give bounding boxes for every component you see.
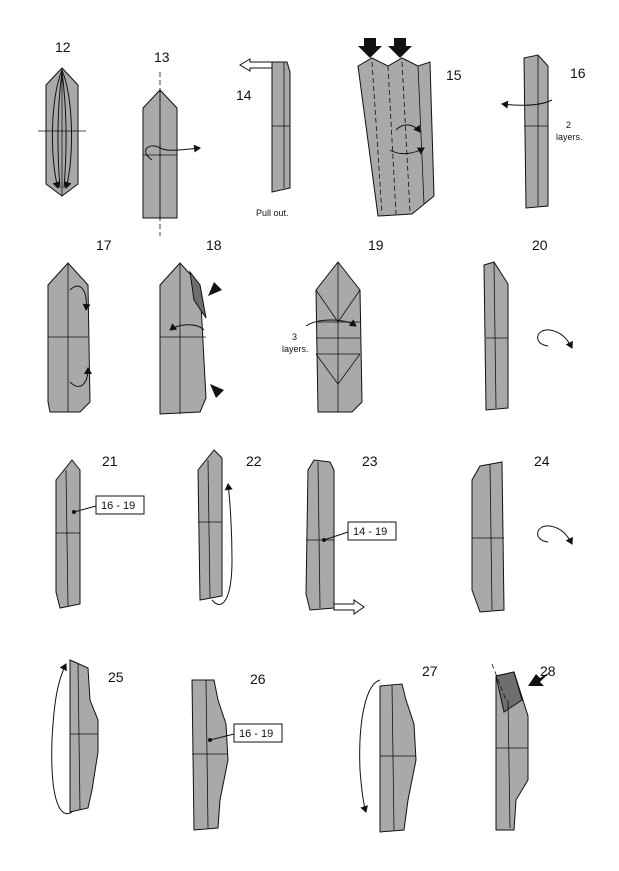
step-number-20: 20: [532, 237, 548, 253]
step-number-17: 17: [96, 237, 112, 253]
turn-over-icon: [537, 525, 573, 545]
push-arrow-icon: [358, 38, 382, 58]
step-number-21: 21: [102, 453, 118, 469]
step-number-26: 26: [250, 671, 266, 687]
step-21: 21 16 - 19: [55, 453, 145, 609]
step-number-25: 25: [108, 669, 124, 685]
push-arrow-icon: [208, 275, 226, 296]
push-arrow-icon: [210, 384, 228, 405]
step-number-23: 23: [362, 453, 378, 469]
step-19: 19 3 layers.: [282, 237, 384, 413]
step-22: 22: [197, 449, 262, 605]
ref-label-23: 14 - 19: [353, 526, 387, 538]
step-number-19: 19: [368, 237, 384, 253]
step-14: 14 Pull out.: [236, 58, 291, 218]
step-26: 26 16 - 19: [191, 671, 283, 831]
step-27: 27: [359, 663, 438, 833]
turn-over-icon: [537, 329, 573, 349]
ref-label-26: 16 - 19: [239, 728, 273, 740]
step-number-13: 13: [154, 49, 170, 65]
step-28: 28: [491, 663, 556, 831]
layers-count-2: 2: [566, 120, 571, 130]
ref-label-21: 16 - 19: [101, 500, 135, 512]
step-number-16: 16: [570, 65, 586, 81]
push-arrow-icon: [528, 672, 550, 686]
step-number-28: 28: [540, 663, 556, 679]
step-number-14: 14: [236, 87, 252, 103]
step-20: 20: [483, 237, 573, 411]
step-number-15: 15: [446, 67, 462, 83]
step-number-22: 22: [246, 453, 262, 469]
step-23: 23 14 - 19: [305, 453, 397, 615]
pull-out-note: Pull out.: [256, 208, 289, 218]
step-16: 16 2 layers.: [501, 54, 586, 209]
step-24: 24: [471, 453, 573, 613]
step-15: 15: [357, 38, 462, 217]
step-number-12: 12: [55, 39, 71, 55]
step-12: 12: [38, 39, 86, 197]
step-number-27: 27: [422, 663, 438, 679]
layers-note-16: layers.: [556, 132, 583, 142]
step-number-18: 18: [206, 237, 222, 253]
step-13: 13: [142, 49, 201, 236]
step-25: 25: [51, 659, 124, 815]
layers-note-19: layers.: [282, 344, 309, 354]
step-number-24: 24: [534, 453, 550, 469]
push-arrow-icon: [388, 38, 412, 58]
step-17: 17: [47, 237, 112, 413]
step-18: 18: [159, 237, 228, 415]
layers-count-3: 3: [292, 332, 297, 342]
